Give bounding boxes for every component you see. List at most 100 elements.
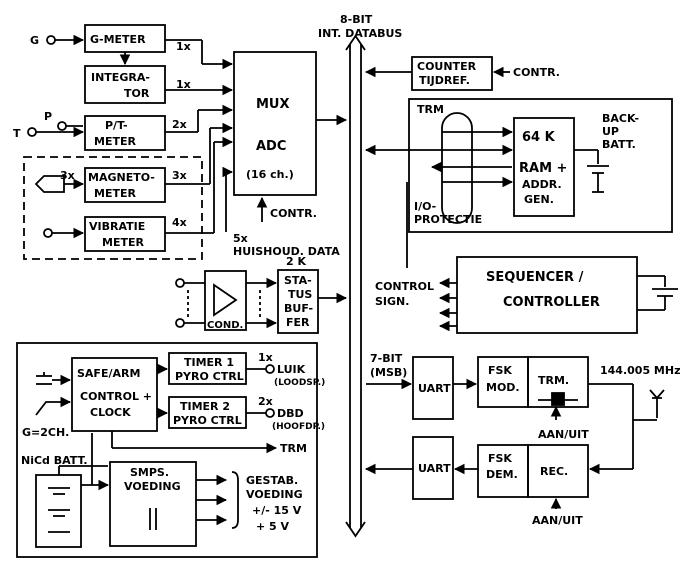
aanuit-tx-label: AAN/UIT (538, 428, 589, 441)
bit7-label-2: (MSB) (370, 366, 407, 379)
luik-output-terminal (265, 364, 275, 374)
backup-label-2: UP (602, 125, 619, 138)
trm-title: TRM (417, 103, 444, 116)
luik-label: LUIK (277, 363, 306, 376)
rec-block (527, 444, 589, 498)
control-sign-label-2: SIGN. (375, 295, 409, 308)
gestab-label-2: VOEDING (246, 488, 303, 501)
label-3x-a: 3x (60, 169, 75, 182)
label-4x: 4x (172, 216, 187, 229)
fsk-mod-label-1: FSK (488, 364, 512, 377)
luik-sub: (LOODSP.) (274, 378, 325, 388)
ram-label-ram: RAM + (519, 161, 567, 176)
p-input-terminal (57, 121, 67, 131)
trm-frame (408, 98, 673, 233)
integrator-block (84, 65, 166, 104)
control-sign-label-1: CONTROL (375, 280, 434, 293)
freq-label: 144.005 MHz (600, 364, 681, 377)
magnetometer-block (84, 167, 166, 203)
t-input-terminal (27, 127, 37, 137)
uart-rx-label: UART (418, 462, 451, 475)
integrator-label-1: INTEGRA- (91, 71, 150, 84)
trm-output-label: TRM (280, 442, 307, 455)
protectie-label-2: PROTECTIE (414, 213, 482, 226)
pt-meter-block (84, 115, 166, 151)
mux-contr-label: CONTR. (270, 207, 317, 220)
dbd-count: 2x (258, 395, 273, 408)
vibratie-block (84, 216, 166, 252)
label-1x-a: 1x (176, 40, 191, 53)
nicd-battery-block (35, 474, 82, 548)
status-buffer-block (277, 269, 319, 334)
timer1-label-1: TIMER 1 (184, 356, 234, 369)
counter-contr-label: CONTR. (513, 66, 560, 79)
timer1-label-2: PYRO CTRL (175, 370, 244, 383)
cond-label: COND. (207, 320, 243, 331)
sequencer-block (456, 256, 638, 334)
ram-label-64k: 64 K (522, 130, 556, 145)
ram-label-gen: GEN. (524, 193, 554, 206)
smps-label-2: VOEDING (124, 480, 181, 493)
dbd-label: DBD (277, 407, 304, 420)
amplifier-symbol (213, 283, 238, 317)
mux-adc-block (233, 51, 317, 196)
t-input-label: T (13, 127, 21, 140)
fsk-dem-label-1: FSK (488, 452, 512, 465)
bus-subtitle: INT. DATABUS (318, 27, 402, 40)
huishoud-count: 5x (233, 232, 248, 245)
transmitter-crystal-symbol (551, 392, 565, 406)
huishoud-label: HUISHOUD. DATA (233, 245, 340, 258)
smps-label-1: SMPS. (130, 466, 169, 479)
safe-label-2: CONTROL + (80, 390, 152, 403)
label-3x-b: 3x (172, 169, 187, 182)
pt-meter-label-1: P/T- (105, 119, 128, 132)
dbd-output-terminal (265, 408, 275, 418)
vibratie-label-2: METER (102, 236, 144, 249)
sequencer-label-2: CONTROLLER (503, 295, 600, 310)
g-2ch-label: G=2CH. (22, 426, 69, 439)
timer2-label-2: PYRO CTRL (173, 414, 242, 427)
protectie-label-1: I/O- (414, 200, 436, 213)
vibratie-input-terminal (43, 228, 53, 238)
uart-tx-block (412, 356, 454, 420)
label-1x-b: 1x (176, 78, 191, 91)
cond-block (204, 270, 247, 331)
adc-label: ADC (256, 139, 286, 154)
timer2-label-1: TIMER 2 (180, 400, 230, 413)
label-2x: 2x (172, 118, 187, 131)
mux-label: MUX (256, 97, 290, 112)
cond-input-terminal-2 (175, 318, 185, 328)
bus-title: 8-BIT (340, 13, 373, 26)
bit7-label-1: 7-BIT (370, 352, 403, 365)
antenna-icon (649, 389, 665, 418)
ram-label-addr: ADDR. (522, 178, 562, 191)
uart-rx-block (412, 436, 454, 500)
counter-label-1: COUNTER (417, 60, 477, 73)
gestab-label-1: GESTAB. (246, 474, 298, 487)
gestab-label-3: +/- 15 V (252, 504, 302, 517)
g-input-terminal (46, 35, 56, 45)
gestab-label-4: + 5 V (256, 520, 290, 533)
safe-arm-block (71, 357, 158, 432)
aanuit-rx-label: AAN/UIT (532, 514, 583, 527)
status-label-4: FER (286, 316, 310, 329)
g-input-label: G (30, 34, 39, 47)
sequencer-label-1: SEQUENCER / (486, 270, 584, 285)
backup-label-1: BACK- (602, 112, 639, 125)
smps-block (109, 461, 197, 547)
status-label-2: TUS (288, 288, 312, 301)
safe-label-1: SAFE/ARM (77, 367, 140, 380)
databus (345, 34, 366, 538)
vibratie-label-1: VIBRATIE (89, 220, 145, 233)
g-switch-symbol (35, 401, 70, 416)
nicd-label: NiCd BATT. (21, 454, 88, 467)
dbd-sub: (HOOFDP.) (272, 422, 325, 432)
counter-label-2: TIJDREF. (419, 74, 470, 87)
ram-block (513, 117, 575, 217)
magnetometer-label-2: METER (94, 187, 136, 200)
p-input-label: P (44, 110, 52, 123)
magnetometer-label-1: MAGNETO- (88, 171, 155, 184)
status-label-3: BUF- (284, 302, 313, 315)
g-meter-label: G-METER (90, 33, 146, 46)
